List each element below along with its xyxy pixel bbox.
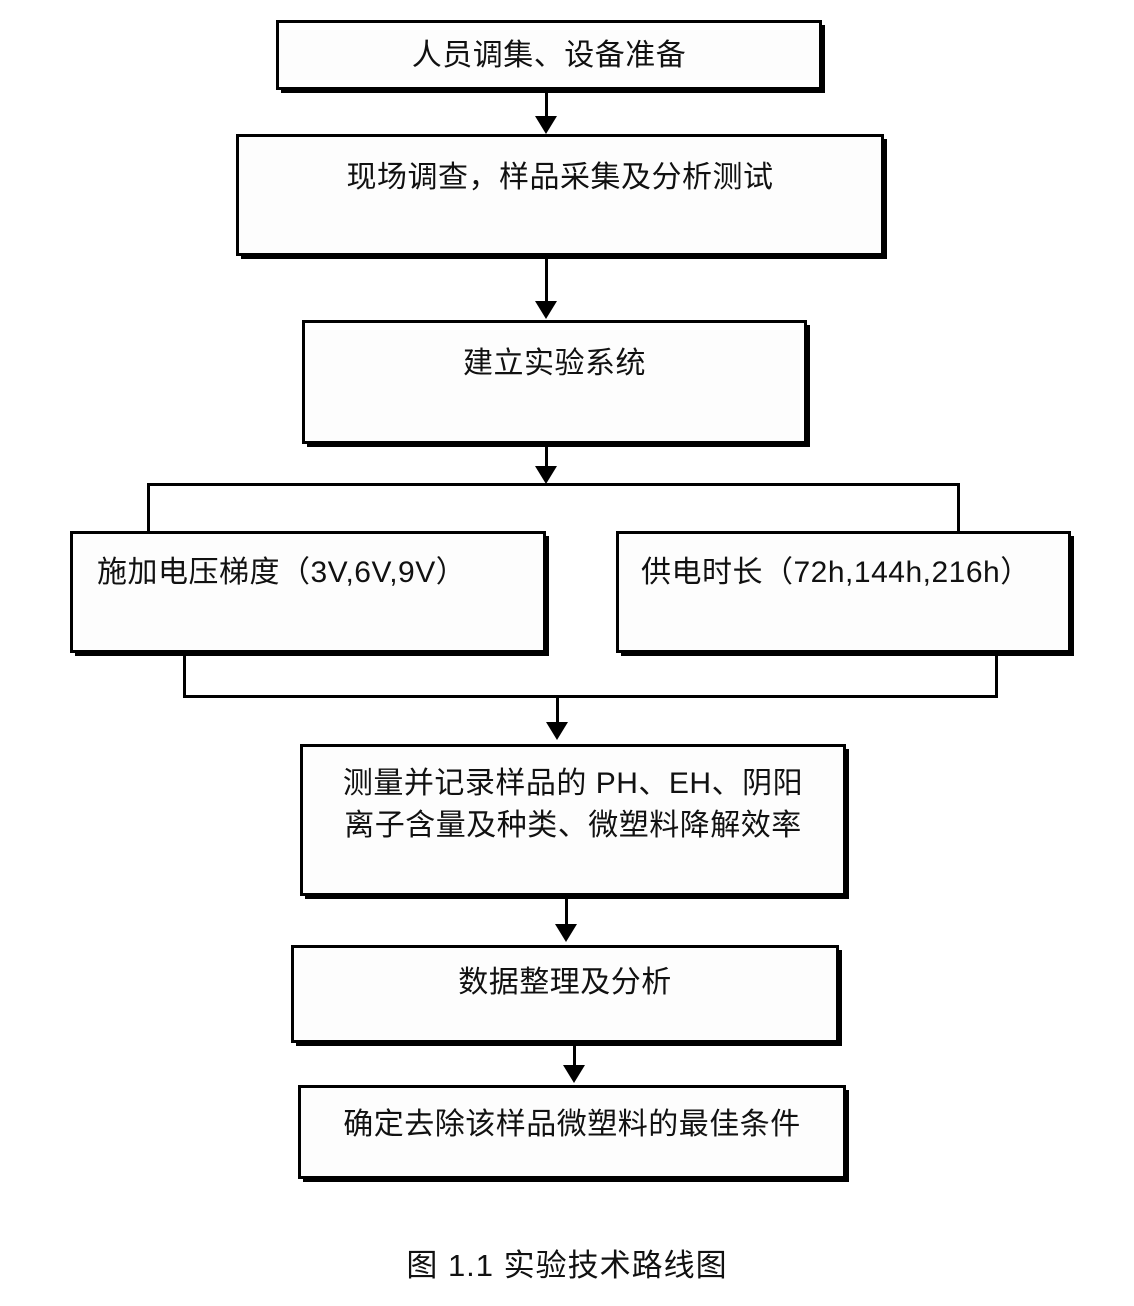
process-node-power-duration[interactable]: 供电时长（72h,144h,216h） xyxy=(616,531,1071,653)
process-node-field-survey[interactable]: 现场调查，样品采集及分析测试 xyxy=(236,134,884,256)
process-node-data-analysis[interactable]: 数据整理及分析 xyxy=(291,945,839,1043)
connector-node7-to-node8 xyxy=(573,1044,576,1068)
merge-branch-left xyxy=(183,653,186,697)
merge-horizontal-bar xyxy=(183,695,998,698)
connector-merge-to-node6 xyxy=(556,697,559,725)
node-label: 人员调集、设备准备 xyxy=(411,39,687,72)
merge-branch-right xyxy=(995,653,998,697)
figure-caption: 图 1.1 实验技术路线图 xyxy=(406,1248,728,1283)
node-label: 现场调查，样品采集及分析测试 xyxy=(346,161,774,194)
node-label: 测量并记录样品的 PH、EH、阴阳 离子含量及种类、微塑料降解效率 xyxy=(342,767,804,842)
arrowhead-node2-to-node3 xyxy=(535,301,557,319)
arrowhead-merge-to-node6 xyxy=(546,722,568,740)
process-node-build-experiment-system[interactable]: 建立实验系统 xyxy=(302,320,807,444)
connector-node6-to-node7 xyxy=(565,897,568,927)
node-label: 供电时长（72h,144h,216h） xyxy=(641,556,1031,589)
node-label: 数据整理及分析 xyxy=(458,966,672,999)
arrowhead-node6-to-node7 xyxy=(555,924,577,942)
connector-node3-to-fork xyxy=(545,445,548,469)
process-node-voltage-gradient[interactable]: 施加电压梯度（3V,6V,9V） xyxy=(70,531,546,653)
arrowhead-node3-to-fork xyxy=(535,466,557,484)
process-node-optimal-conditions[interactable]: 确定去除该样品微塑料的最佳条件 xyxy=(298,1085,846,1179)
fork-horizontal-bar xyxy=(147,483,960,486)
arrowhead-node7-to-node8 xyxy=(563,1065,585,1083)
connector-node1-to-node2 xyxy=(545,91,548,119)
node-label: 施加电压梯度（3V,6V,9V） xyxy=(97,556,467,589)
node-label: 建立实验系统 xyxy=(463,347,646,380)
fork-branch-right xyxy=(957,483,960,533)
arrowhead-node1-to-node2 xyxy=(535,116,557,134)
connector-node2-to-node3 xyxy=(545,257,548,303)
process-node-staff-equipment[interactable]: 人员调集、设备准备 xyxy=(276,20,822,90)
fork-branch-left xyxy=(147,483,150,533)
process-node-measure-record[interactable]: 测量并记录样品的 PH、EH、阴阳 离子含量及种类、微塑料降解效率 xyxy=(300,744,846,896)
node-label: 确定去除该样品微塑料的最佳条件 xyxy=(343,1108,801,1141)
